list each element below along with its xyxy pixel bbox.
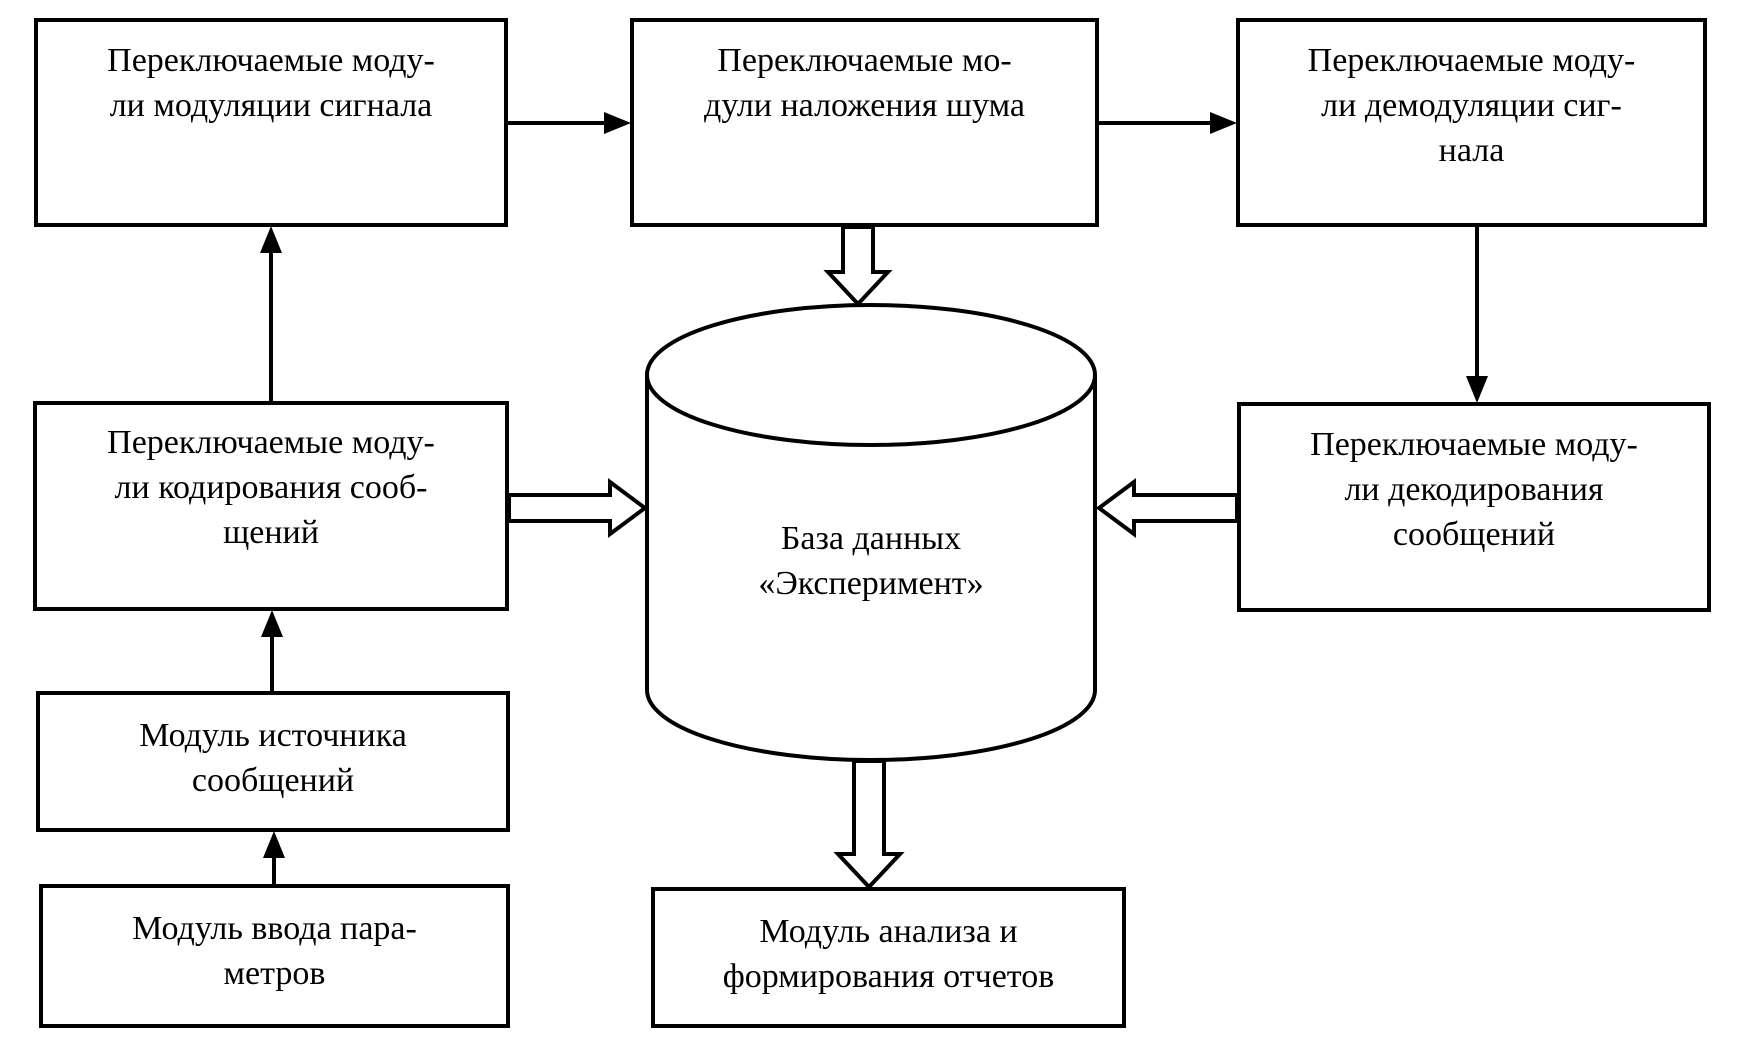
node-demodulation-box xyxy=(1236,18,1707,227)
label-line: Модуль ввода пара- xyxy=(132,910,417,947)
edge-coding-to-modulation xyxy=(260,226,282,403)
node-input-box xyxy=(39,884,510,1028)
label-line: щений xyxy=(223,514,319,551)
label-line: База данных xyxy=(780,520,962,557)
edge-decoding-to-database xyxy=(1095,478,1239,538)
edge-source-to-coding xyxy=(261,610,283,693)
node-database-cylinder xyxy=(645,303,1097,762)
label-line: ли декодирования xyxy=(1344,471,1604,508)
edge-database-to-analysis xyxy=(833,759,905,890)
label-line: Переключаемые моду- xyxy=(1310,426,1638,463)
edge-coding-to-database xyxy=(507,478,649,538)
node-coding-box xyxy=(33,401,509,611)
label-line: Модуль источника xyxy=(139,717,407,754)
node-analysis-box xyxy=(651,887,1126,1028)
edge-modulation-to-noise xyxy=(507,112,631,134)
label-line: Переключаемые моду- xyxy=(107,42,435,79)
label-line: нала xyxy=(1438,132,1505,169)
edge-input-to-source xyxy=(263,831,285,886)
edge-demodulation-to-decoding xyxy=(1466,226,1488,403)
node-decoding-box xyxy=(1237,402,1711,612)
label-line: Переключаемые моду- xyxy=(1307,42,1636,79)
label-line: ли кодирования сооб- xyxy=(114,469,428,506)
node-database-label: База данных «Эксперимент» xyxy=(647,516,1095,606)
node-decoding-label: Переключаемые моду- ли декодирования соо… xyxy=(1239,422,1709,557)
node-source-box xyxy=(36,691,510,832)
node-modulation-box xyxy=(34,18,508,227)
edge-noise-to-database xyxy=(823,225,893,307)
node-demodulation-label: Переключаемые моду- ли демодуляции сиг- … xyxy=(1238,38,1705,173)
label-line: метров xyxy=(223,955,326,992)
node-noise-label: Переключаемые мо- дули наложения шума xyxy=(632,38,1097,128)
node-analysis-label: Модуль анализа и формирования отчетов xyxy=(653,909,1124,999)
label-line: Переключаемые мо- xyxy=(717,42,1012,79)
label-line: «Эксперимент» xyxy=(758,565,984,602)
label-line: Модуль анализа и xyxy=(759,913,1018,950)
label-line: ли модуляции сигнала xyxy=(109,87,433,124)
node-source-label: Модуль источника сообщений xyxy=(38,713,508,803)
label-line: ли демодуляции сиг- xyxy=(1321,87,1622,124)
label-line: дули наложения шума xyxy=(704,87,1025,124)
node-noise-box xyxy=(630,18,1099,227)
label-line: формирования отчетов xyxy=(722,958,1055,995)
label-line: сообщений xyxy=(1392,516,1556,553)
label-line: сообщений xyxy=(191,762,355,799)
node-coding-label: Переключаемые моду- ли кодирования сооб-… xyxy=(35,420,507,555)
edge-noise-to-demodulation xyxy=(1098,112,1237,134)
node-input-label: Модуль ввода пара- метров xyxy=(41,906,508,996)
label-line: Переключаемые моду- xyxy=(107,424,435,461)
node-modulation-label: Переключаемые моду- ли модуляции сигнала xyxy=(36,38,506,128)
